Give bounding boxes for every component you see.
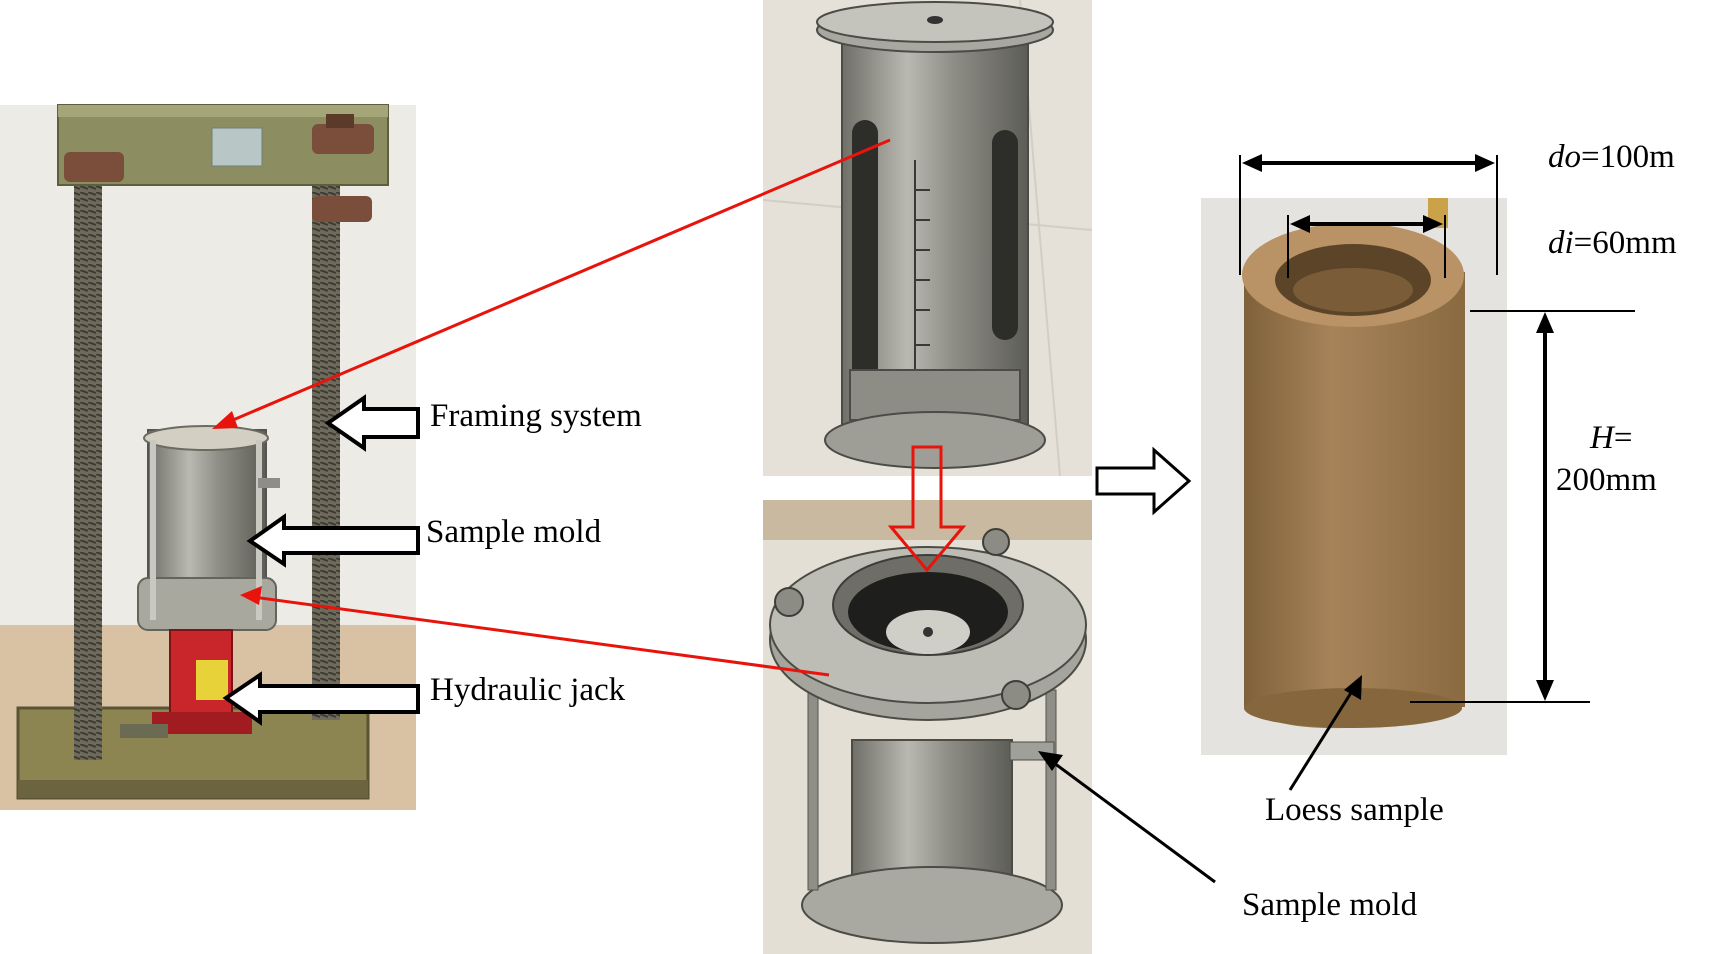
arrow-flange-to-frame	[252, 595, 830, 677]
label-hydraulic-jack: Hydraulic jack	[430, 672, 626, 708]
loading-frame-photo	[0, 104, 416, 810]
hollow-red-down-arrow	[887, 445, 967, 573]
arrow-hydraulic-jack	[222, 671, 420, 726]
label-loess-sample: Loess sample	[1265, 792, 1444, 828]
loess-sample-photo	[1201, 198, 1507, 755]
label-framing-system: Framing system	[430, 398, 642, 434]
label-height-value: 200mm	[1556, 462, 1657, 498]
black-leader-arrows	[1038, 675, 1362, 884]
arrowhead-mold-to-frame	[212, 411, 238, 429]
height-symbol: H	[1590, 420, 1614, 456]
black-hollow-arrows	[222, 394, 420, 726]
mold-assembled-photo	[763, 500, 1092, 954]
arrowhead-flange-to-frame	[240, 586, 262, 605]
label-height: H=	[1590, 422, 1632, 455]
dimension-lines	[1239, 154, 1635, 703]
outer-diameter-symbol: do	[1548, 139, 1581, 175]
red-pointer-arrows	[212, 138, 891, 677]
arrow-sample-mold-left	[246, 513, 420, 568]
hollow-right-arrow	[1095, 446, 1192, 516]
label-inner-diameter: di=60mm	[1548, 227, 1677, 260]
outer-diameter-value: =100m	[1581, 139, 1675, 175]
mold-top-photo	[762, 0, 1093, 477]
label-sample-mold-left: Sample mold	[426, 514, 602, 550]
arrow-framing-system	[324, 394, 420, 452]
label-sample-mold-bottom: Sample mold	[1242, 887, 1418, 923]
arrow-mold-to-frame	[225, 138, 891, 425]
label-outer-diameter: do=100m	[1548, 141, 1675, 174]
height-equals: =	[1613, 420, 1633, 456]
inner-diameter-value: =60mm	[1573, 225, 1677, 261]
inner-diameter-symbol: di	[1548, 225, 1574, 261]
